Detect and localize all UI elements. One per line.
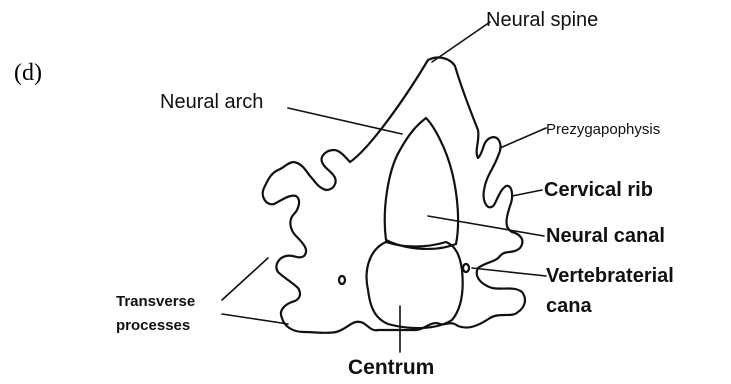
label-neural-canal: Neural canal: [546, 225, 665, 247]
vertebraterial-canal-left: [339, 276, 345, 284]
vertebraterial-canal-right: [463, 264, 469, 272]
label-vertebraterial-line2: cana: [546, 295, 592, 317]
centrum-outline: [367, 242, 463, 328]
label-transverse-line2: processes: [116, 317, 190, 334]
leader-prezygapophysis: [500, 128, 546, 148]
label-neural-spine: Neural spine: [486, 9, 598, 31]
leader-cervical-rib: [512, 190, 542, 196]
leader-transverse-upper: [222, 258, 268, 300]
label-neural-arch: Neural arch: [160, 91, 263, 113]
label-centrum: Centrum: [348, 356, 434, 379]
leader-neural-arch: [288, 108, 402, 134]
leader-neural-canal: [428, 216, 544, 236]
neural-canal-outline: [385, 118, 458, 249]
label-prezygapophysis: Prezygapophysis: [546, 121, 660, 138]
vertebra-outline: [263, 58, 525, 333]
leader-transverse-lower: [222, 314, 288, 324]
label-cervical-rib: Cervical rib: [544, 179, 653, 201]
leader-vertebraterial: [472, 268, 546, 276]
label-transverse-line1: Transverse: [116, 293, 195, 310]
panel-letter: (d): [14, 60, 42, 86]
label-vertebraterial-line1: Vertebraterial: [546, 265, 674, 287]
leader-neural-spine: [432, 22, 490, 62]
